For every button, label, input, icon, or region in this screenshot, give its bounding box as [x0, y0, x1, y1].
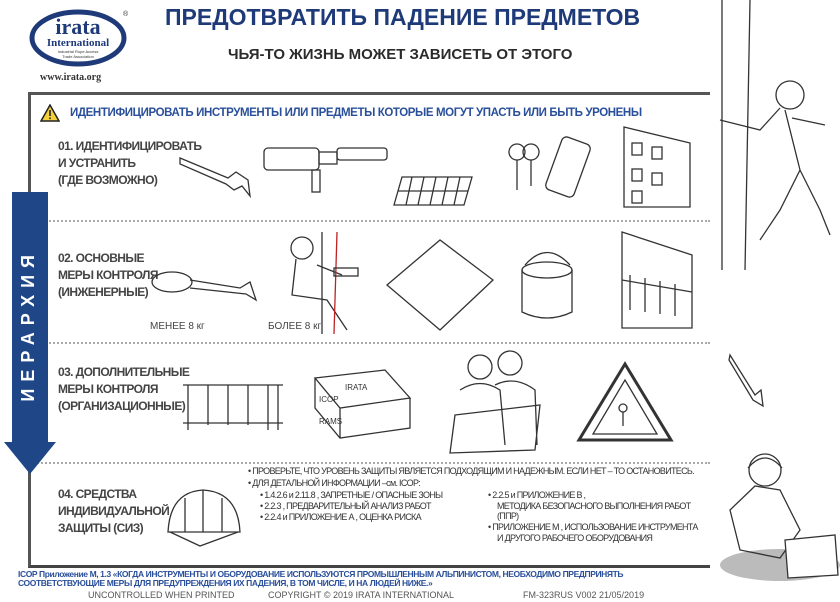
wrench-icon: [179, 157, 251, 199]
building-netting-icon: [621, 231, 693, 329]
icop-refs-left: • 1.4.2.6 и 2.11.8 , ЗАПРЕТНЫЕ / ОПАСНЫЕ…: [260, 490, 478, 544]
uncontrolled-notice: UNCONTROLLED WHEN PRINTED: [88, 590, 235, 600]
ppe-bullet-check: • ПРОВЕРЬТЕ, ЧТО УРОВЕНЬ ЗАЩИТЫ ЯВЛЯЕТСЯ…: [248, 466, 695, 476]
icop-ref: МЕТОДИКА БЕЗОПАСНОГО ВЫПОЛНЕНИЯ РАБОТ (П…: [497, 501, 691, 521]
helmet-icon: [167, 489, 241, 547]
website-url[interactable]: www.irata.org: [40, 72, 102, 83]
copyright: COPYRIGHT © 2019 IRATA INTERNATIONAL: [268, 590, 455, 600]
building-icon: [623, 126, 691, 208]
falling-wrench-icon: [728, 353, 764, 408]
icop-ref: И ДРУГОГО РАБОЧЕГО ОБОРУДОВАНИЯ: [497, 533, 653, 543]
caption-over-8kg: БОЛЕЕ 8 кг: [268, 321, 322, 332]
caption-under-8kg: МЕНЕЕ 8 кг: [150, 321, 205, 332]
icop-ref: • 2.2.3 , ПРЕДВАРИТЕЛЬНЫЙ АНАЛИЗ РАБОТ: [260, 501, 432, 511]
row-divider: [30, 462, 710, 464]
icop-quote: ICOP Приложение М, 1.3 «КОГДА ИНСТРУМЕНТ…: [18, 569, 624, 588]
identify-heading: ИДЕНТИФИЦИРОВАТЬ ИНСТРУМЕНТЫ ИЛИ ПРЕДМЕТ…: [70, 107, 642, 119]
svg-text:Trade Association: Trade Association: [62, 54, 94, 59]
hierarchy-label: ИЕРАРХИЯ: [17, 248, 38, 402]
hammer-drill-icon: [263, 147, 388, 193]
irata-logo: irata International Industrial Rope Acce…: [28, 8, 130, 68]
page-title: ПРЕДОТВРАТИТЬ ПАДЕНИЕ ПРЕДМЕТОВ: [165, 4, 641, 30]
row-divider: [30, 220, 710, 222]
falling-object-warning-sign-icon: [576, 361, 674, 442]
ppe-guidance: • ПРОВЕРЬТЕ, ЧТО УРОВЕНЬ ЗАЩИТЫ ЯВЛЯЕТСЯ…: [248, 466, 708, 544]
tethered-wrench-icon: [151, 271, 258, 302]
smartphone-icon: [545, 136, 591, 198]
page-subtitle: ЧЬЯ-ТО ЖИЗНЬ МОЖЕТ ЗАВИСЕТЬ ОТ ЭТОГО: [228, 46, 573, 63]
warning-triangle-icon: [40, 104, 60, 122]
icop-ref: • ПРИЛОЖЕНИЕ М , ИСПОЛЬЗОВАНИЕ ИНСТРУМЕН…: [488, 522, 698, 532]
svg-text:Industrial Rope Access: Industrial Rope Access: [58, 49, 99, 54]
icop-ref: • 2.2.4 и ПРИЛОЖЕНИЕ А , ОЦЕНКА РИСКА: [260, 512, 422, 522]
grating-icon: [393, 176, 473, 206]
keys-icon: [508, 143, 540, 190]
svg-text:irata: irata: [55, 14, 100, 39]
icop-ref: • 2.2.5 и ПРИЛОЖЕНИЕ В ,: [488, 490, 586, 500]
row-divider: [30, 342, 710, 344]
book-label-rams: RAMS: [319, 417, 342, 426]
workers-planning-icon: [449, 350, 541, 454]
book-label-irata: IRATA: [345, 383, 368, 392]
tool-bag-icon: [521, 251, 573, 319]
ground-worker-illustration: [729, 453, 839, 579]
tablet-icon: [385, 239, 495, 331]
manuals-icon: IRATA ICOP RAMS: [313, 369, 412, 439]
hierarchy-arrow: [4, 192, 56, 474]
book-label-icop: ICOP: [319, 395, 339, 404]
svg-text:®: ®: [123, 10, 129, 18]
rope-access-worker-icon: [290, 231, 359, 335]
document-reference: FM-323RUS V002 21/05/2019: [523, 590, 645, 600]
ppe-bullet-details: • ДЛЯ ДЕТАЛЬНОЙ ИНФОРМАЦИИ –см. ICOP:: [248, 478, 421, 488]
icop-ref: • 1.4.2.6 и 2.11.8 , ЗАПРЕТНЫЕ / ОПАСНЫЕ…: [260, 490, 443, 500]
icop-refs-right: • 2.2.5 и ПРИЛОЖЕНИЕ В , МЕТОДИКА БЕЗОПА…: [488, 490, 706, 544]
barrier-icon: [183, 384, 283, 430]
rope-access-technician-illustration: [719, 0, 831, 270]
svg-text:International: International: [47, 37, 109, 49]
